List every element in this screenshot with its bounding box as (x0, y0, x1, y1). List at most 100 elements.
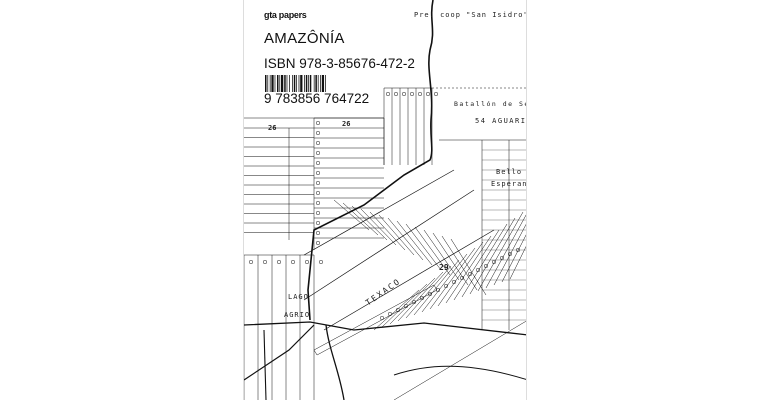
map-label-lago: LAGO (288, 293, 309, 301)
barcode-bar (289, 75, 290, 92)
barcode-bar (271, 75, 274, 92)
barcode-bar (304, 75, 305, 92)
lot-marker (262, 259, 268, 265)
barcode-bar (265, 75, 267, 92)
river-south (393, 365, 526, 380)
cadastral-map (244, 0, 526, 400)
map-line (397, 271, 444, 322)
map-line (432, 232, 469, 286)
lot-marker (315, 230, 321, 236)
barcode-bar (317, 75, 319, 92)
lot-marker (443, 283, 449, 289)
lot-marker (315, 220, 321, 226)
lot-marker (491, 259, 497, 265)
barcode-bar (279, 75, 281, 92)
map-line (373, 289, 420, 331)
lot-marker (276, 259, 282, 265)
barcode-bar (293, 75, 296, 92)
lot-marker (499, 255, 505, 261)
map-label-lot-26-right: 26 (342, 120, 351, 128)
lot-marker (315, 150, 321, 156)
lot-marker (483, 263, 489, 269)
lot-marker (401, 91, 407, 97)
river-line (307, 0, 434, 321)
book-cover: gta papers AMAZÔNÍA ISBN 978-3-85676-472… (243, 0, 527, 400)
lot-marker (315, 160, 321, 166)
lot-marker (433, 91, 439, 97)
barcode-bar (292, 75, 293, 92)
map-line (485, 214, 526, 289)
map-line (405, 265, 452, 319)
lot-marker (315, 170, 321, 176)
map-line (423, 229, 460, 281)
map-line (303, 189, 475, 301)
main-road (244, 321, 526, 336)
map-label-lot-26-left: 26 (268, 124, 277, 132)
lot-marker (315, 200, 321, 206)
lot-marker (315, 140, 321, 146)
map-label-bello: Bello (496, 168, 523, 176)
ean-number: 9 783856 764722 (264, 91, 370, 106)
lot-marker (385, 91, 391, 97)
isbn: ISBN 978-3-85676-472-2 (264, 56, 415, 71)
lot-marker (304, 259, 310, 265)
map-label-aguarico: 54 AGUARICO (475, 117, 527, 125)
map-line (396, 220, 433, 266)
map-label-agrio: AGRIO (284, 311, 311, 319)
barcode-bar (296, 75, 297, 92)
map-line (342, 202, 379, 236)
lot-marker (315, 180, 321, 186)
map-line (450, 238, 487, 296)
lot-marker (425, 91, 431, 97)
map-line (387, 217, 424, 261)
road-southwest (244, 324, 315, 381)
map-label-coop: Pre. coop "San Isidro" (414, 11, 527, 19)
map-line (413, 259, 460, 316)
book-title: AMAZÔNÍA (264, 30, 345, 47)
lot-marker (387, 311, 393, 317)
map-line (493, 224, 526, 286)
map-line (461, 223, 508, 298)
barcode-bar (274, 75, 276, 92)
map-line (393, 320, 526, 400)
map-line (453, 229, 500, 301)
map-line (501, 234, 526, 283)
barcode-bar (309, 75, 312, 92)
lot-marker (315, 120, 321, 126)
lot-marker (515, 247, 521, 253)
map-line (323, 229, 495, 331)
barcode-bar (284, 75, 286, 92)
barcode-bar (321, 75, 325, 92)
lot-marker (507, 251, 513, 257)
lot-marker (435, 287, 441, 293)
map-line (477, 211, 524, 292)
barcode-bar (286, 75, 288, 92)
lot-marker (318, 259, 324, 265)
map-line (405, 223, 442, 271)
barcode-bar (315, 75, 317, 92)
map-line (303, 169, 455, 256)
lot-marker (315, 130, 321, 136)
barcode-bar (269, 75, 271, 92)
map-line (441, 235, 478, 291)
map-line (414, 226, 451, 276)
barcode-bar (300, 75, 303, 92)
map-line (351, 205, 388, 241)
road-south (325, 324, 345, 400)
barcode-bar (281, 75, 284, 92)
map-line (509, 246, 526, 280)
lot-marker (417, 91, 423, 97)
airstrip (313, 284, 438, 356)
barcode-bar (305, 75, 308, 92)
map-line (429, 247, 476, 310)
lot-marker (467, 271, 473, 277)
barcode-bar (308, 75, 309, 92)
lot-marker (451, 279, 457, 285)
map-label-esperanza: Esperanz (491, 180, 527, 188)
barcode-bar (325, 75, 326, 92)
map-label-lot-29: 29 (439, 263, 449, 272)
lot-marker (315, 240, 321, 246)
lot-marker (427, 291, 433, 297)
map-line (381, 283, 428, 328)
map-line (333, 199, 370, 231)
